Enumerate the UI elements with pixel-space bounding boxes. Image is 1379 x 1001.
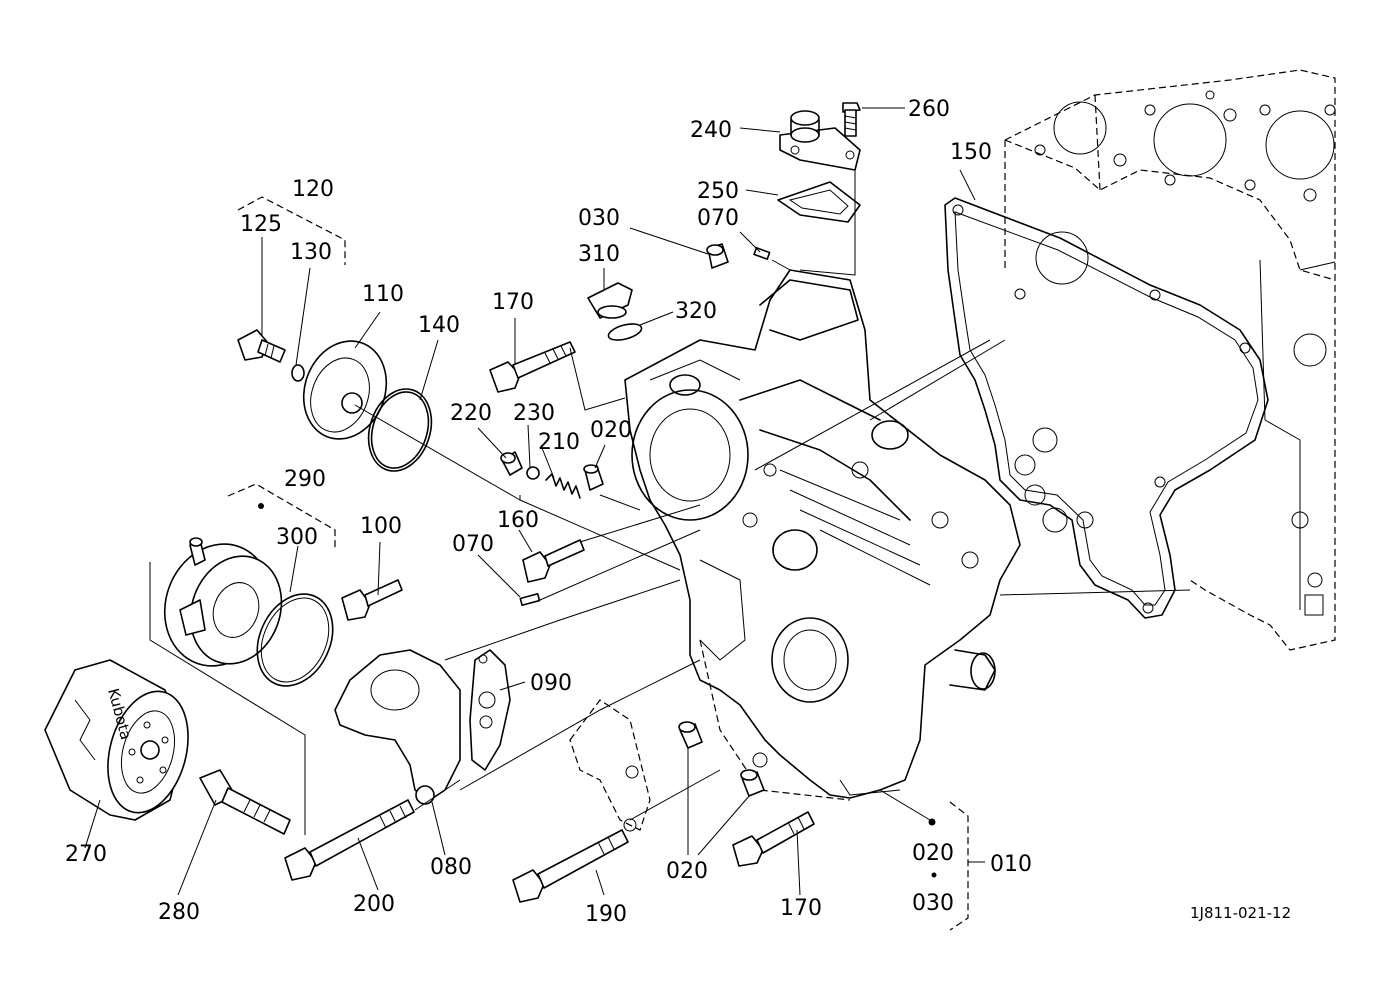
callout-010: 010 [990, 852, 1032, 877]
ball-230 [526, 466, 540, 480]
callout-290: 290 [284, 467, 326, 492]
nipple-280 [199, 769, 291, 835]
oil-cooler-290 [163, 537, 283, 667]
oring-130 [291, 364, 305, 382]
gear-case-010 [624, 269, 1021, 801]
oring-320 [607, 323, 643, 341]
oring-140 [367, 388, 433, 472]
spring-210 [545, 473, 581, 499]
callout-260: 260 [908, 97, 950, 122]
pin-070-low [519, 593, 541, 607]
bolt-170-upper [489, 341, 576, 393]
callout-200: 200 [353, 892, 395, 917]
callout-100: 100 [360, 514, 402, 539]
callout-310: 310 [578, 242, 620, 267]
callout-070-top: 070 [697, 206, 739, 231]
callout-230: 230 [513, 401, 555, 426]
callout-220: 220 [450, 401, 492, 426]
callout-280: 280 [158, 900, 200, 925]
callout-160: 160 [497, 508, 539, 533]
callout-240: 240 [690, 118, 732, 143]
callout-170-lower: 170 [780, 896, 822, 921]
cover-110 [302, 340, 388, 440]
engine-block [1004, 69, 1336, 651]
bracket-290 [227, 483, 336, 548]
cooler-bracket-lines [149, 562, 306, 835]
lower-block-outline [569, 699, 651, 832]
callout-070-low: 070 [452, 532, 494, 557]
bracket-010 [258, 503, 985, 931]
callout-320: 320 [675, 299, 717, 324]
callout-020-mid: 020 [590, 418, 632, 443]
gasket-150 [944, 197, 1269, 619]
drawing-reference: 1J811-021-12 [1190, 904, 1291, 922]
filter-base-080 [334, 649, 461, 805]
bolt-125 [237, 329, 286, 363]
callout-030-top: 030 [578, 206, 620, 231]
callout-130: 130 [290, 240, 332, 265]
callout-080: 080 [430, 855, 472, 880]
callout-125: 125 [240, 212, 282, 237]
cap-310 [587, 282, 633, 319]
plug-020-mid [583, 464, 604, 491]
bolt-200 [284, 799, 415, 881]
pin-070-top [753, 246, 771, 260]
callout-190: 190 [585, 902, 627, 927]
plug-020-lower-a [678, 721, 703, 749]
gasket-090 [469, 649, 511, 771]
plug-030-top [706, 243, 729, 269]
bolt-100 [341, 579, 403, 621]
callout-020-lower: 020 [666, 859, 708, 884]
callout-leaders [84, 107, 976, 896]
callout-120: 120 [292, 177, 334, 202]
callout-090: 090 [530, 671, 572, 696]
assembly-lines [354, 170, 1191, 821]
callout-140: 140 [418, 313, 460, 338]
callout-300: 300 [276, 525, 318, 550]
gasket-250 [777, 181, 861, 223]
callout-020-kit: 020 [912, 841, 954, 866]
bolt-260 [842, 102, 861, 137]
callout-250: 250 [697, 179, 739, 204]
callout-030-kit: 030 [912, 891, 954, 916]
callout-150: 150 [950, 140, 992, 165]
valve-220 [500, 451, 523, 476]
bolt-190 [512, 829, 629, 903]
flange-240 [779, 110, 861, 171]
callout-210: 210 [538, 430, 580, 455]
bracket-120 [237, 196, 346, 265]
callout-110: 110 [362, 282, 404, 307]
callout-270: 270 [65, 842, 107, 867]
bolt-160 [522, 539, 585, 583]
bolt-170-lower [732, 811, 815, 867]
plug-020-lower-b [740, 769, 765, 797]
callout-labels: 240 260 150 120 125 130 110 140 250 030 … [65, 97, 1291, 927]
callout-170-upper: 170 [492, 290, 534, 315]
oil-filter-270: Kubota [44, 659, 189, 821]
gasket-300 [256, 593, 334, 687]
